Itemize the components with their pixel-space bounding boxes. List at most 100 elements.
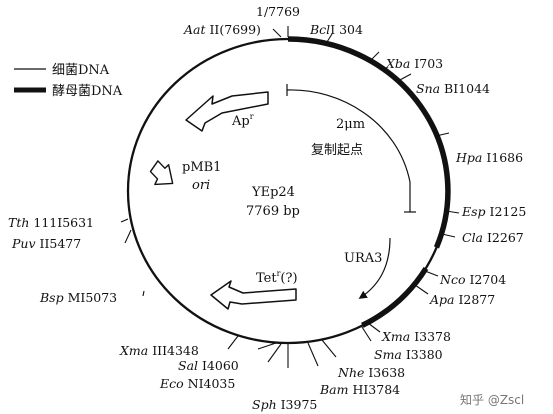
site-enzyme-econi: Eco <box>159 376 184 391</box>
site-enzyme-puvii: Puv <box>11 236 36 251</box>
site-enzyme-xbai: Xba <box>385 56 410 71</box>
2micron-label: 2μm <box>336 117 365 132</box>
site-position-xmaiii: III4348 <box>148 343 199 358</box>
pmb1-sublabel: ori <box>192 178 210 193</box>
site-position-origin: 1/7769 <box>256 4 300 19</box>
site-position-xbai: I703 <box>410 56 443 71</box>
site-position-xmai3378: I3378 <box>410 329 451 344</box>
tick-smai <box>361 326 372 342</box>
site-label-bcli: BclI 304 <box>309 22 363 37</box>
feature-2micron: 2μm 复制起点 <box>286 84 416 213</box>
apr-superscript: r <box>250 112 254 121</box>
site-enzyme-bcli: Bcl <box>309 22 330 37</box>
site-label-nhei: Nhe I3638 <box>337 365 405 380</box>
site-position-aatii: II(7699) <box>206 22 261 37</box>
ura3-label: URA3 <box>344 251 382 266</box>
site-position-tthiii: 111I5631 <box>29 215 94 230</box>
tetr-arrow <box>210 280 297 310</box>
site-label-econi: Eco NI4035 <box>159 376 235 391</box>
site-label-hpai: Hpa I1686 <box>455 150 523 165</box>
site-label-origin: 1/7769 <box>256 4 300 19</box>
site-enzyme-sali: Sal <box>178 358 198 373</box>
tick-bamhi <box>307 342 319 367</box>
pmb1-arrow <box>149 160 174 186</box>
site-label-ncoi: Nco I2704 <box>439 272 506 287</box>
site-label-bspmi: Bsp MI5073 <box>39 290 117 305</box>
apr-label: Apr <box>231 112 254 129</box>
tick-tthiii <box>120 218 129 223</box>
tetr-name: Tet <box>256 271 277 286</box>
site-enzyme-sphi: Sph <box>252 397 277 412</box>
site-enzyme-bspmi: Bsp <box>39 290 64 305</box>
site-position-espi: I2125 <box>486 204 527 219</box>
yeast-dna-segment-ura3 <box>361 266 429 328</box>
tetr-label: Tetr(?) <box>256 269 298 286</box>
site-label-sali: Sal I4060 <box>178 358 239 373</box>
site-enzyme-espi: Esp <box>461 204 486 219</box>
tick-espi <box>445 210 460 214</box>
ura3-arrow <box>358 237 391 299</box>
legend-bacterial-label: 细菌DNA <box>52 63 110 78</box>
site-enzyme-clai: Cla <box>462 230 483 245</box>
site-enzyme-apai: Apa <box>429 292 454 307</box>
site-enzyme-tthiii: Tth <box>8 215 29 230</box>
site-label-sphi: Sph I3975 <box>252 397 317 412</box>
site-label-clai: Cla I2267 <box>462 230 524 245</box>
site-enzyme-snabi: Sna <box>416 81 440 96</box>
site-position-bspmi: MI5073 <box>64 290 118 305</box>
site-label-espi: Esp I2125 <box>461 204 526 219</box>
apr-name: Ap <box>231 114 250 129</box>
pmb1-label: pMB1 <box>182 160 221 175</box>
site-label-snabi: Sna BI1044 <box>416 81 490 96</box>
tick-bspmi <box>142 290 145 297</box>
tick-aatii <box>272 28 282 38</box>
tick-ncoi <box>424 270 439 277</box>
site-position-sali: I4060 <box>198 358 239 373</box>
plasmid-name: YEp24 <box>251 185 295 200</box>
site-position-nhei: I3638 <box>364 365 405 380</box>
tick-puvii <box>124 229 132 244</box>
site-position-apai: I2877 <box>454 292 495 307</box>
tick-econi <box>267 343 282 363</box>
site-enzyme-nhei: Nhe <box>337 365 364 380</box>
site-position-puvii: II5477 <box>36 236 82 251</box>
tick-xmai3378 <box>367 322 381 333</box>
site-position-sphi: I3975 <box>277 397 318 412</box>
feature-ura3: URA3 <box>344 237 391 299</box>
tick-nhei <box>321 339 337 358</box>
site-position-snabi: BI1044 <box>440 81 490 96</box>
2micron-arrow <box>286 89 411 212</box>
tick-xmaiii <box>227 335 239 350</box>
site-enzyme-smai: Sma <box>374 347 402 362</box>
tick-clai <box>441 233 456 238</box>
2micron-sublabel: 复制起点 <box>311 143 363 158</box>
site-label-xmaiii: Xma III4348 <box>119 343 199 358</box>
site-enzyme-ncoi: Nco <box>439 272 465 287</box>
tick-xbai <box>369 51 380 62</box>
site-enzyme-hpai: Hpa <box>455 150 482 165</box>
site-label-apai: Apa I2877 <box>429 292 495 307</box>
site-enzyme-bamhi: Bam <box>319 382 349 397</box>
site-label-xmai3378: Xma I3378 <box>381 329 451 344</box>
site-ticks <box>120 26 460 368</box>
site-position-hpai: I1686 <box>482 150 523 165</box>
legend-yeast-label: 酵母菌DNA <box>52 84 123 99</box>
tick-snabi <box>397 73 412 82</box>
plasmid-size: 7769 bp <box>246 204 300 219</box>
site-enzyme-xmaiii: Xma <box>119 343 148 358</box>
site-label-smai: Sma I3380 <box>374 347 443 362</box>
site-label-bamhi: Bam HI3784 <box>319 382 400 397</box>
site-enzyme-xmai3378: Xma <box>381 329 410 344</box>
site-label-puvii: Puv II5477 <box>11 236 81 251</box>
feature-pmb1-ori: pMB1 ori <box>149 160 221 193</box>
tetr-suffix: (?) <box>280 271 297 286</box>
site-position-bamhi: HI3784 <box>349 382 401 397</box>
site-position-clai: I2267 <box>483 230 524 245</box>
tick-sali <box>257 342 277 350</box>
site-position-smai: I3380 <box>402 347 443 362</box>
watermark: 知乎 @Zscl <box>460 393 524 407</box>
tetr-superscript: r <box>277 269 281 278</box>
site-position-econi: NI4035 <box>184 376 236 391</box>
site-enzyme-aatii: Aat <box>183 22 206 37</box>
